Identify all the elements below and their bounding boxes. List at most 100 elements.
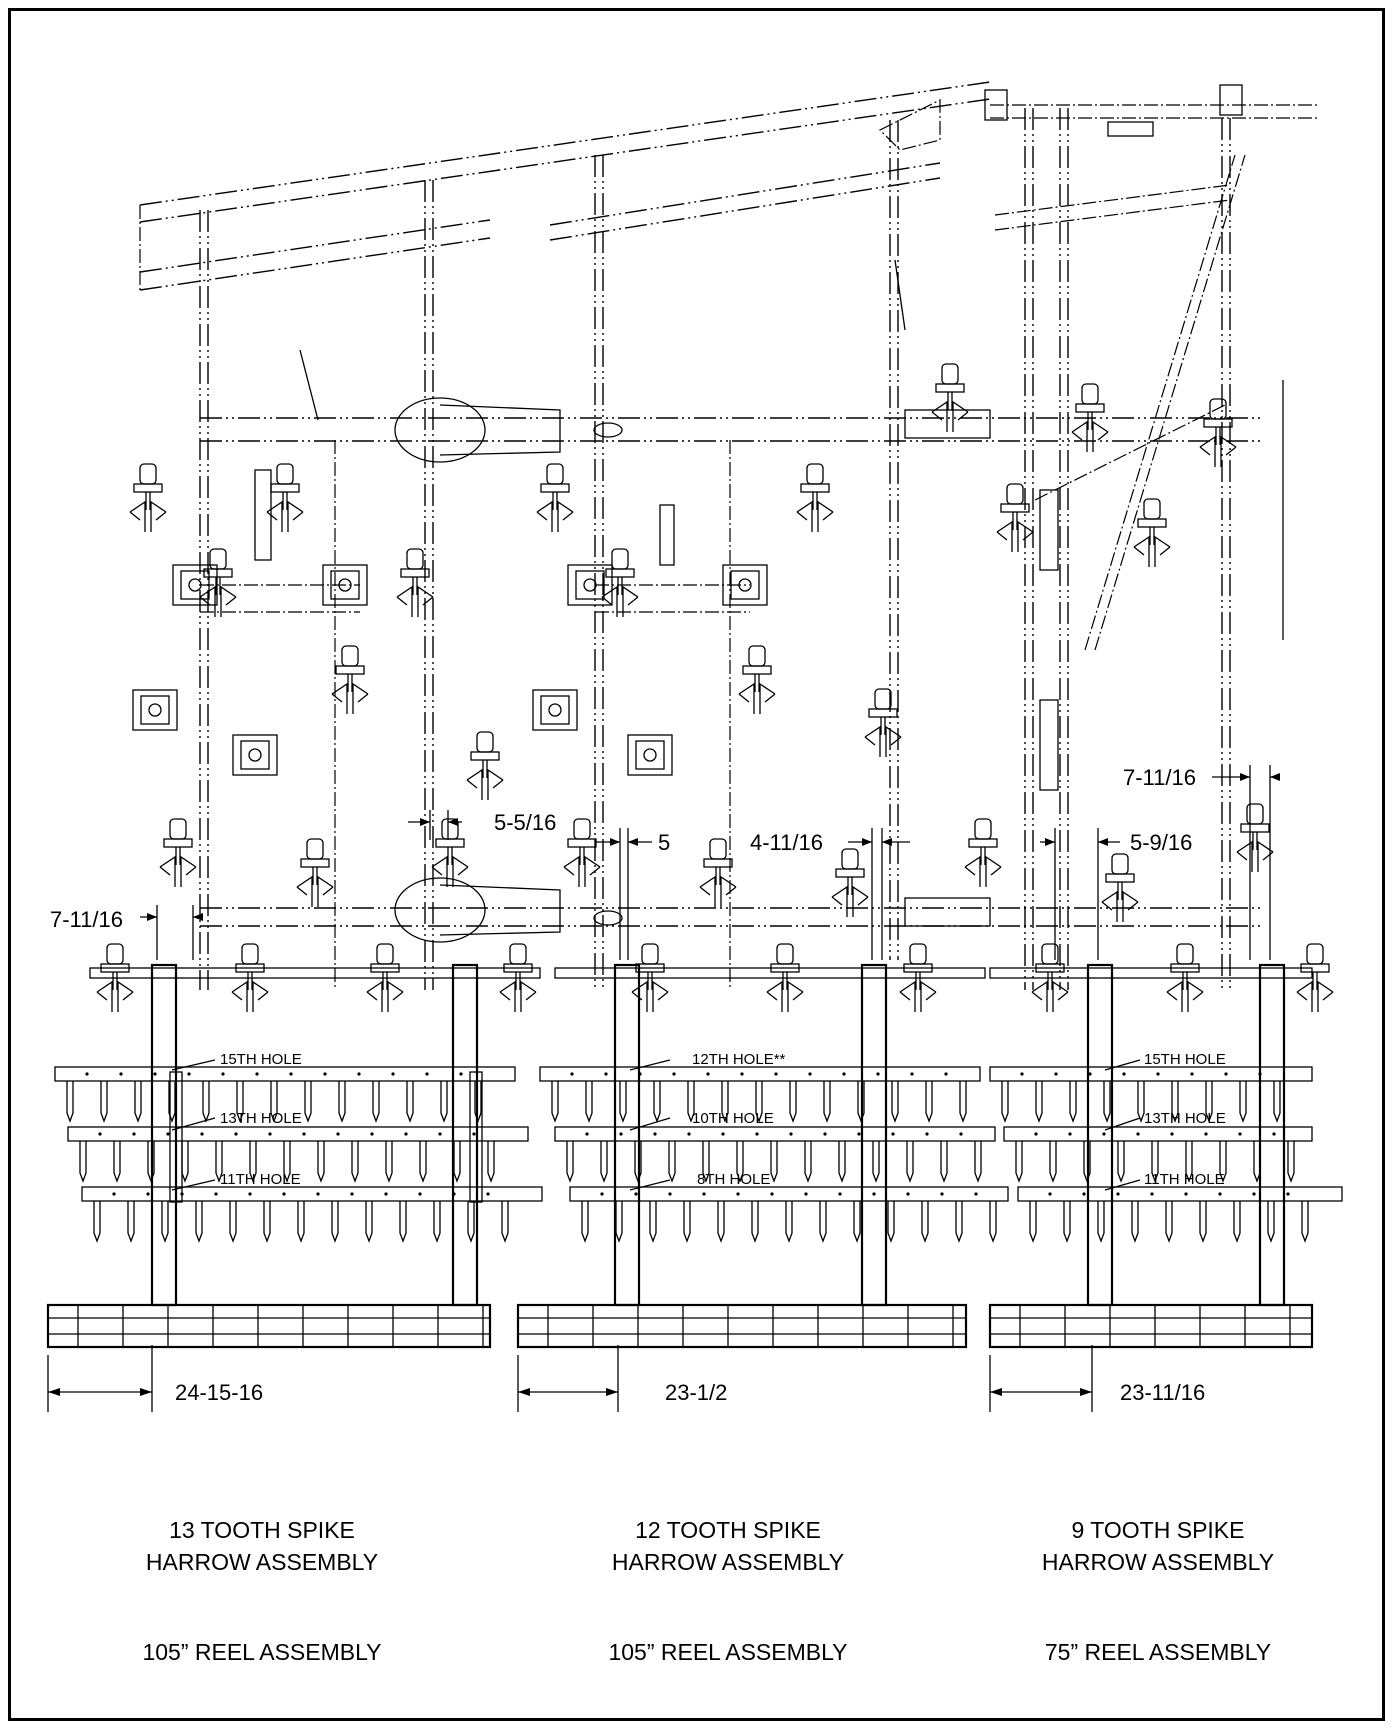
harrow-tooth bbox=[453, 1141, 461, 1183]
harrow-hole bbox=[221, 1072, 225, 1076]
hydraulic-cylinders bbox=[254, 259, 1284, 791]
harrow-tooth bbox=[161, 1201, 169, 1243]
dimension-label: 5 bbox=[658, 830, 670, 855]
harrow-tooth bbox=[1117, 1141, 1125, 1183]
dimension-label: 23-11/16 bbox=[1120, 1380, 1205, 1405]
harrow-tooth bbox=[566, 1141, 574, 1183]
hole-label: 12TH HOLE** bbox=[692, 1051, 786, 1068]
harrow-tooth bbox=[804, 1141, 812, 1183]
harrow-tooth bbox=[467, 1201, 475, 1243]
harrow-tooth bbox=[736, 1141, 744, 1183]
harrow-hole bbox=[1150, 1192, 1154, 1196]
caption-reel-assembly: 75” REEL ASSEMBLY bbox=[1045, 1639, 1271, 1665]
harrow-hole bbox=[755, 1132, 759, 1136]
harrow-tooth bbox=[1103, 1081, 1111, 1123]
harrow-tooth bbox=[283, 1141, 291, 1183]
dimension-label: 7-11/16 bbox=[50, 907, 123, 932]
harrow-tooth bbox=[857, 1081, 865, 1123]
harrow-tooth bbox=[406, 1081, 414, 1123]
harrow-hole bbox=[384, 1192, 388, 1196]
harrow-hole bbox=[472, 1132, 476, 1136]
harrow-tooth bbox=[1083, 1141, 1091, 1183]
harrow-hole bbox=[774, 1072, 778, 1076]
harrow-tooth bbox=[581, 1201, 589, 1243]
caption-reel-assembly: 105” REEL ASSEMBLY bbox=[608, 1639, 847, 1665]
harrow-tooth bbox=[331, 1201, 339, 1243]
harrow-arms bbox=[150, 963, 1286, 1307]
harrow-tooth bbox=[940, 1141, 948, 1183]
harrow-bar bbox=[569, 1186, 1009, 1202]
sweep-shanks bbox=[96, 363, 1334, 1013]
harrow-bar bbox=[554, 1126, 996, 1142]
harrow-tooth bbox=[770, 1141, 778, 1183]
harrow-hole bbox=[98, 1132, 102, 1136]
harrow-tooth bbox=[1015, 1141, 1023, 1183]
hole-label: 11TH HOLE bbox=[1144, 1171, 1225, 1188]
harrow-tooth bbox=[474, 1081, 482, 1123]
harrow-tooth bbox=[955, 1201, 963, 1243]
harrow-tooth bbox=[853, 1201, 861, 1243]
harrow-tooth bbox=[195, 1201, 203, 1243]
harrow-tooth bbox=[872, 1141, 880, 1183]
harrow-tooth bbox=[304, 1081, 312, 1123]
harrow-hole bbox=[891, 1132, 895, 1136]
harrow-tooth bbox=[134, 1081, 142, 1123]
harrow-tooth bbox=[1069, 1081, 1077, 1123]
harrow-tooth bbox=[891, 1081, 899, 1123]
harrow-tooth bbox=[168, 1081, 176, 1123]
drawing-border bbox=[8, 8, 1385, 1721]
harrow-hole bbox=[1102, 1132, 1106, 1136]
hole-label: 13TH HOLE bbox=[1144, 1110, 1226, 1127]
dimension-label: 24-15-16 bbox=[175, 1380, 263, 1405]
harrow-tooth bbox=[100, 1081, 108, 1123]
harrow-tooth bbox=[297, 1201, 305, 1243]
dimension-label: 23-1/2 bbox=[665, 1380, 727, 1405]
harrow-tooth bbox=[1029, 1201, 1037, 1243]
hole-label: 15TH HOLE bbox=[220, 1051, 302, 1068]
harrow-hole bbox=[702, 1192, 706, 1196]
harrow-tooth bbox=[823, 1081, 831, 1123]
harrow-tooth bbox=[66, 1081, 74, 1123]
harrow-tooth bbox=[440, 1081, 448, 1123]
harrow-tooth bbox=[683, 1201, 691, 1243]
harrow-hole bbox=[452, 1192, 456, 1196]
harrow-tooth bbox=[419, 1141, 427, 1183]
harrow-hole bbox=[1122, 1072, 1126, 1076]
harrow-hole bbox=[1184, 1192, 1188, 1196]
harrow-tooth bbox=[1063, 1201, 1071, 1243]
harrow-hole bbox=[438, 1132, 442, 1136]
harrow-hole bbox=[1286, 1192, 1290, 1196]
harrow-hole bbox=[940, 1192, 944, 1196]
harrow-bar bbox=[81, 1186, 543, 1202]
harrow-tooth bbox=[751, 1201, 759, 1243]
dimension-label: 5-9/16 bbox=[1130, 830, 1192, 855]
folded-wing-frame bbox=[139, 81, 1320, 291]
harrow-tooth bbox=[385, 1141, 393, 1183]
harrow-tooth bbox=[263, 1201, 271, 1243]
harrow-hole bbox=[842, 1072, 846, 1076]
harrow-hole bbox=[316, 1192, 320, 1196]
caption-harrow-type: 13 TOOTH SPIKE bbox=[169, 1517, 355, 1543]
harrow-hole bbox=[200, 1132, 204, 1136]
harrow-hole bbox=[418, 1192, 422, 1196]
harrow-hole bbox=[857, 1132, 861, 1136]
harrow-hole bbox=[370, 1132, 374, 1136]
harrow-hole bbox=[876, 1072, 880, 1076]
harrow-hole bbox=[1238, 1132, 1242, 1136]
reel-assemblies bbox=[46, 1303, 1314, 1349]
harrow-tooth bbox=[236, 1081, 244, 1123]
harrow-tooth bbox=[1219, 1141, 1227, 1183]
harrow-hole bbox=[248, 1192, 252, 1196]
harrow-hole bbox=[838, 1192, 842, 1196]
harrow-tooth bbox=[181, 1141, 189, 1183]
harrow-hole bbox=[85, 1072, 89, 1076]
harrow-bar bbox=[989, 1066, 1313, 1082]
harrow-tooth bbox=[1049, 1141, 1057, 1183]
crossbars bbox=[200, 397, 1260, 943]
harrow-bar bbox=[1017, 1186, 1343, 1202]
harrow-tooth bbox=[1165, 1201, 1173, 1243]
harrow-bar bbox=[67, 1126, 529, 1142]
harrow-tooth bbox=[399, 1201, 407, 1243]
harrow-tooth bbox=[649, 1201, 657, 1243]
hole-label: 13TH HOLE bbox=[220, 1110, 302, 1127]
